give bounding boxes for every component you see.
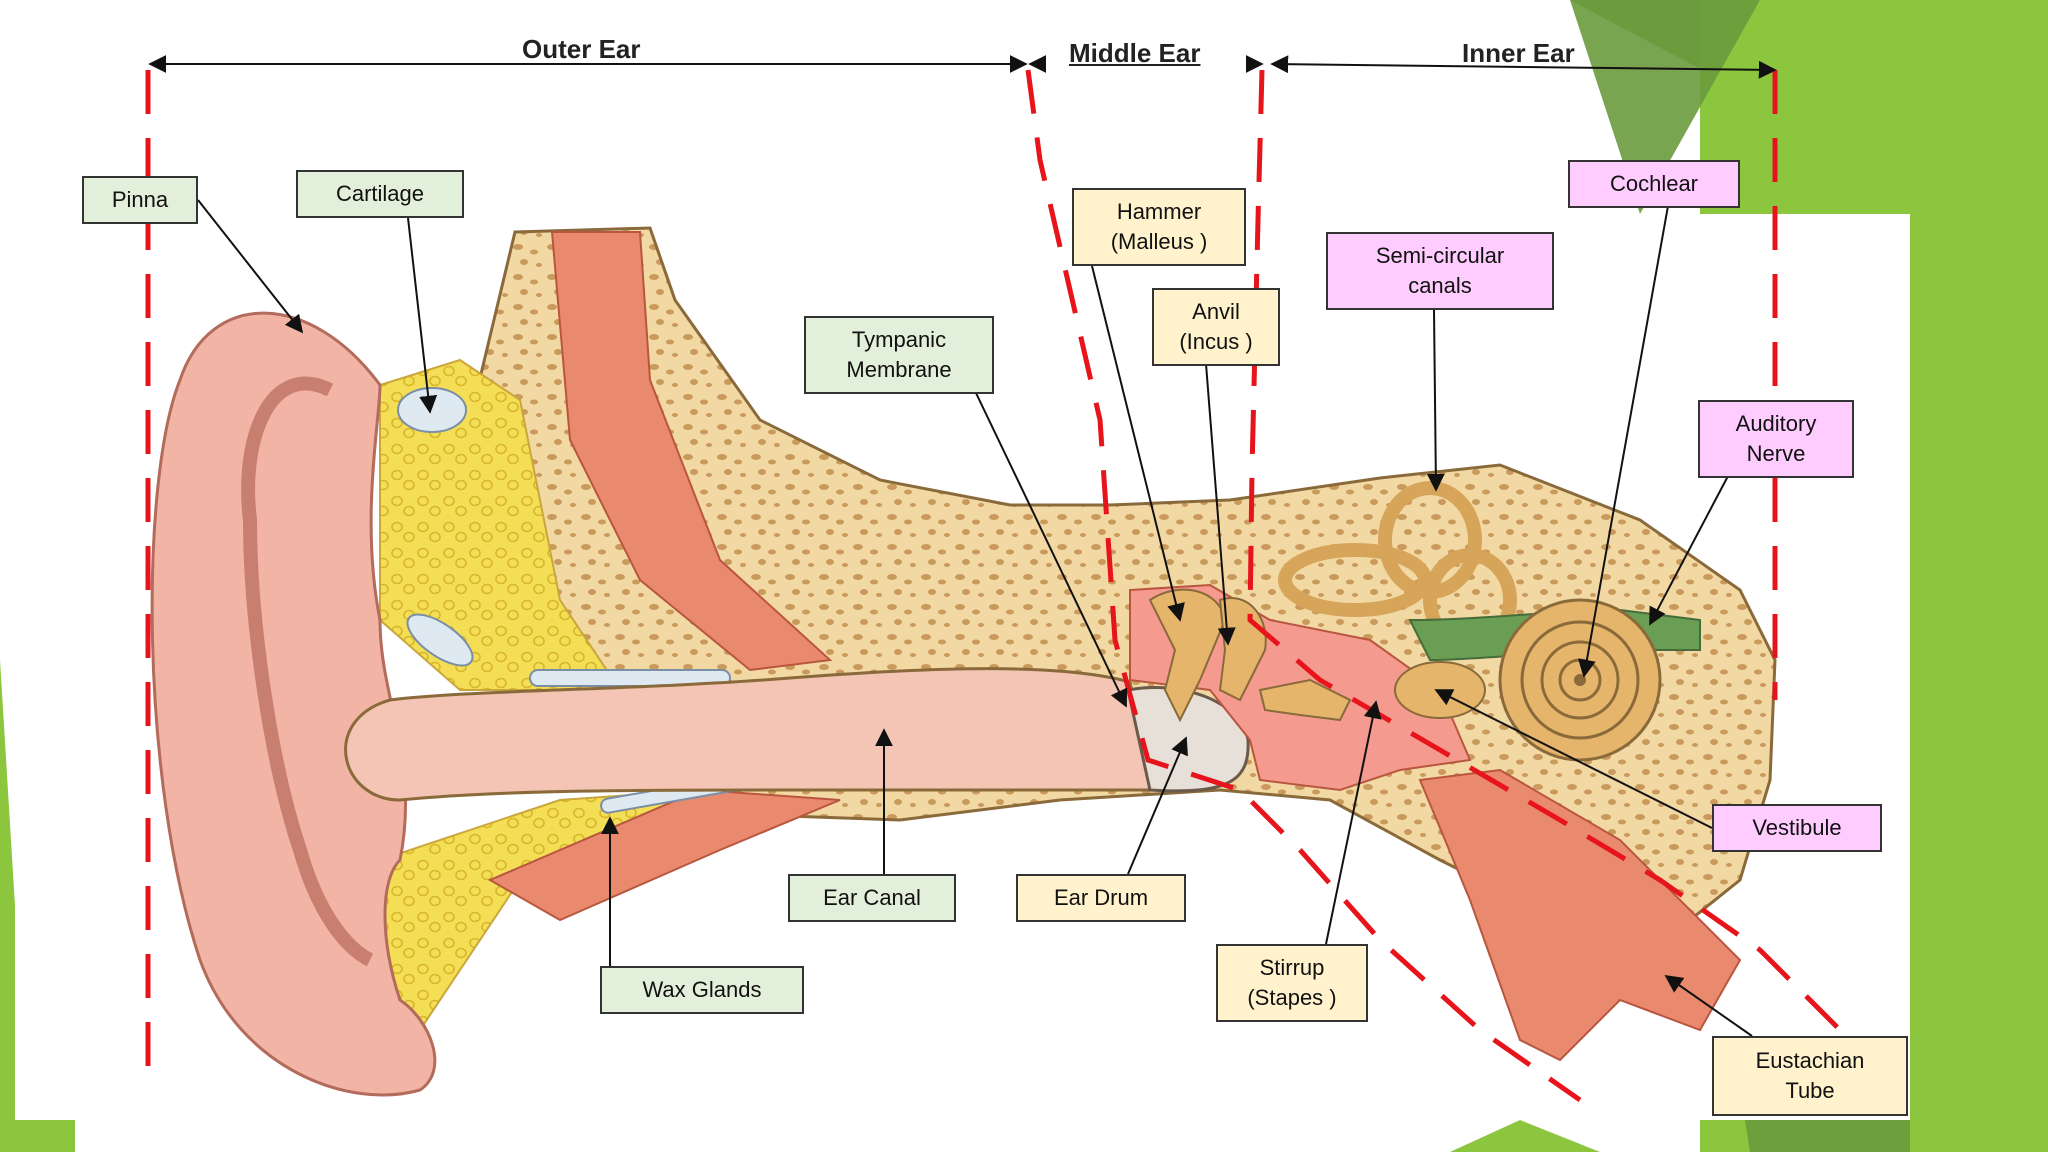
label-pinna: Pinna xyxy=(82,176,198,224)
pinna-shape xyxy=(150,311,437,1097)
label-stirrup: Stirrup (Stapes ) xyxy=(1216,944,1368,1022)
label-ear-canal: Ear Canal xyxy=(788,874,956,922)
fatty-tissue-upper xyxy=(379,358,622,691)
inner-ear-range-arrow xyxy=(1270,55,1777,79)
inner-ear-title: Inner Ear xyxy=(1462,38,1575,68)
tympanic-membrane-arrow xyxy=(975,392,1128,708)
vestibule-arrow xyxy=(1434,689,1713,829)
label-wax-glands: Wax Glands xyxy=(600,966,804,1014)
outer-middle-boundary xyxy=(1025,69,1582,1103)
cochlear-arrow xyxy=(1577,205,1669,678)
leader-arrows xyxy=(197,199,1753,1037)
label-semicircular-canals: Semi-circular canals xyxy=(1326,232,1554,310)
cartilage-piece xyxy=(397,387,467,433)
label-anvil: Anvil (Incus ) xyxy=(1152,288,1280,366)
malleus-bone xyxy=(1148,588,1227,723)
hammer-arrow xyxy=(1091,265,1185,622)
cochlea-shape xyxy=(1498,598,1662,762)
stapes-bone xyxy=(1258,678,1352,722)
eustachian-tube-arrow xyxy=(1664,974,1753,1037)
label-vestibule: Vestibule xyxy=(1712,804,1882,852)
pinna-inner-fold xyxy=(241,376,374,967)
vestibule-shape xyxy=(1394,661,1486,719)
muscle-lower xyxy=(487,788,841,922)
label-cartilage: Cartilage xyxy=(296,170,464,218)
middle-ear-title: Middle Ear xyxy=(1069,38,1201,68)
label-hammer: Hammer (Malleus ) xyxy=(1072,188,1246,266)
auditory-nerve-arrow xyxy=(1649,475,1729,626)
pinna-arrow xyxy=(197,199,304,334)
section-range-arrows xyxy=(148,55,1777,79)
ear-canal-shape xyxy=(344,667,1152,802)
semicircular-canals-arrow xyxy=(1426,309,1445,492)
stirrup-arrow xyxy=(1325,700,1382,945)
cartilage-piece xyxy=(406,613,474,667)
eustachian-tube-shape xyxy=(1418,768,1742,1062)
label-tympanic-membrane: Tympanic Membrane xyxy=(804,316,994,394)
cartilage-arrow xyxy=(407,217,438,414)
muscle-upper xyxy=(550,231,833,672)
anvil-arrow xyxy=(1205,363,1236,646)
label-cochlear: Cochlear xyxy=(1568,160,1740,208)
label-auditory-nerve: Auditory Nerve xyxy=(1698,400,1854,478)
ear-drum-arrow xyxy=(1127,736,1188,875)
outer-ear-title: Outer Ear xyxy=(522,34,641,64)
label-eustachian-tube: Eustachian Tube xyxy=(1712,1036,1908,1116)
label-ear-drum: Ear Drum xyxy=(1016,874,1186,922)
